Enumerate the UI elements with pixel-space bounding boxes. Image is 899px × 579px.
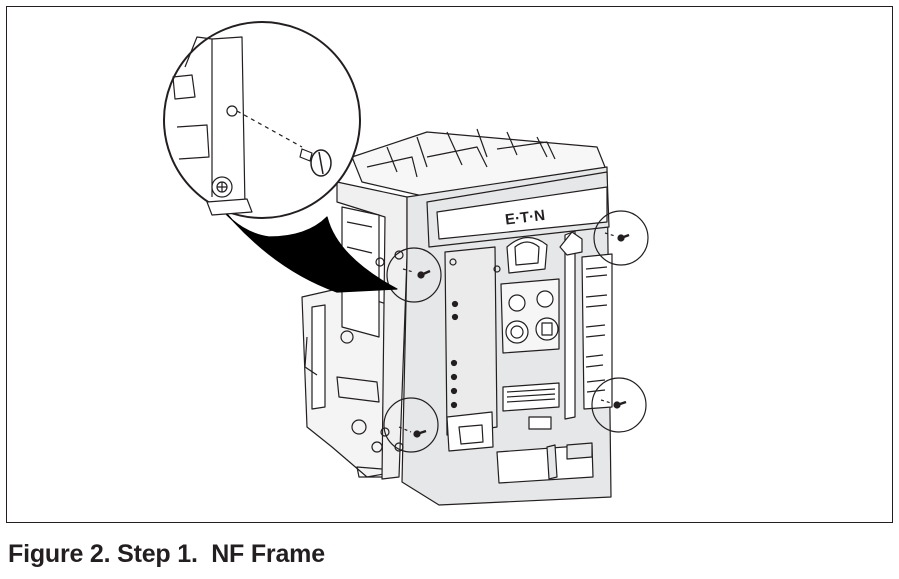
- screw-callout-bottom-right: [591, 377, 647, 433]
- magnified-detail-callout: [163, 21, 398, 293]
- magnified-view-content: [172, 36, 332, 216]
- screw-callout-bottom-left: [383, 397, 439, 453]
- breaker-illustration: E·T·N: [163, 21, 649, 506]
- eaton-logo: E·T·N: [504, 207, 546, 229]
- screw-callout-top-left: [386, 247, 442, 303]
- breaker-front-panel: E·T·N: [394, 166, 613, 506]
- screw-callout-top-right: [593, 210, 649, 266]
- figure-caption: Figure 2. Step 1. NF Frame: [8, 540, 325, 568]
- figure-illustration-frame: E·T·N: [6, 6, 893, 523]
